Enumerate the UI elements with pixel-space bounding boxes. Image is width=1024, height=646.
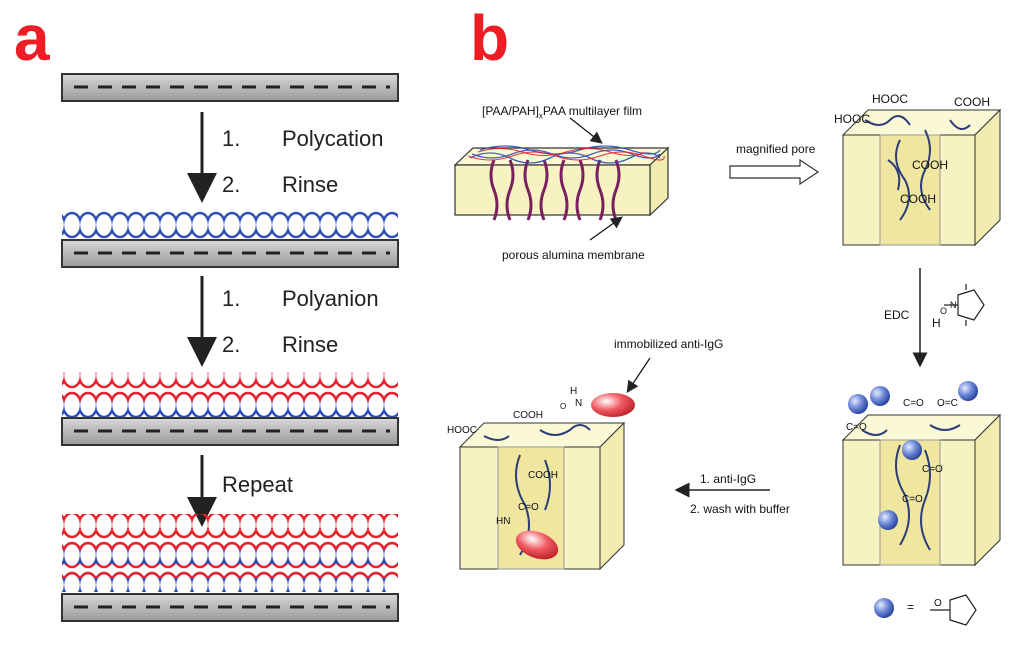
- nhs-sphere: [870, 386, 890, 406]
- hooc-label: HOOC: [872, 92, 908, 106]
- film-label: [PAA/PAH]xPAA multilayer film: [482, 104, 643, 121]
- panel-b-label: b: [470, 2, 510, 74]
- hn-label: HN: [496, 516, 511, 527]
- legend-sphere-icon: [874, 598, 894, 618]
- step2-line1: 1.Polyanion: [222, 286, 379, 311]
- cooh-label: COOH: [954, 95, 990, 109]
- co-label-5: C=O: [902, 494, 923, 505]
- film-pointer: [569, 117, 603, 144]
- co-label-3: C=O: [846, 422, 867, 433]
- pore-cube-1: [841, 108, 1002, 247]
- nhs-sphere: [848, 394, 868, 414]
- antibody-icon: [591, 393, 635, 417]
- co-label: C=O: [518, 502, 539, 513]
- step-anti-igg: 1. anti-IgG: [700, 472, 757, 486]
- antibody-icon: [515, 530, 559, 560]
- nhs-sphere: [878, 510, 898, 530]
- nhs-o: O: [940, 306, 948, 316]
- immobilized-label: immobilized anti-IgG: [614, 337, 724, 351]
- cooh-label-2: COOH: [912, 158, 948, 172]
- step3-repeat: Repeat: [222, 472, 293, 497]
- multilayer-stack: [62, 514, 398, 592]
- pore-cube-3: [458, 421, 626, 571]
- pore-cube-2: [841, 381, 1002, 567]
- hooc-label-3: HOOC: [447, 425, 477, 436]
- magnified-pore-label: magnified pore: [736, 142, 816, 156]
- nhs-sphere: [958, 381, 978, 401]
- co-label-2: C=O: [903, 398, 924, 409]
- step1-line2: 2.Rinse: [222, 172, 339, 197]
- substrate-4: [61, 593, 399, 622]
- blue-polymer-layer: [62, 210, 398, 240]
- cooh-label-5: COOH: [528, 470, 558, 481]
- step1-line1: 1.Polycation: [222, 126, 384, 151]
- magnify-arrow: [729, 158, 820, 186]
- step2-line2: 2.Rinse: [222, 332, 339, 357]
- membrane-slab: [453, 145, 670, 221]
- panel-a-label: a: [14, 2, 50, 74]
- substrate-3: [61, 417, 399, 446]
- nh-n-label: N: [575, 398, 583, 409]
- nhs-n: N: [950, 300, 957, 310]
- red-polymer-layer-3: [62, 372, 398, 402]
- o-label: O: [560, 402, 567, 411]
- substrate-1: [61, 73, 399, 102]
- step-wash: 2. wash with buffer: [690, 502, 790, 516]
- oc-label: O=C: [937, 398, 958, 409]
- antibody-pointer: [626, 357, 651, 393]
- cooh-label-4: COOH: [513, 410, 543, 421]
- hooc-label-2: HOOC: [834, 112, 870, 126]
- co-label-4: C=O: [922, 464, 943, 475]
- membrane-pointer: [589, 216, 623, 241]
- edc-label: EDC: [884, 308, 910, 322]
- membrane-label: porous alumina membrane: [502, 248, 645, 262]
- substrate-2: [61, 239, 399, 268]
- nhs-h: H: [932, 316, 941, 330]
- legend-nhs-structure: [930, 594, 977, 626]
- legend-equals: =: [907, 600, 915, 614]
- cooh-label-3: COOH: [900, 192, 936, 206]
- nhs-molecule: [944, 284, 985, 326]
- nhs-sphere: [902, 440, 922, 460]
- nh-h-label: H: [570, 386, 578, 397]
- legend-o: O: [934, 598, 942, 609]
